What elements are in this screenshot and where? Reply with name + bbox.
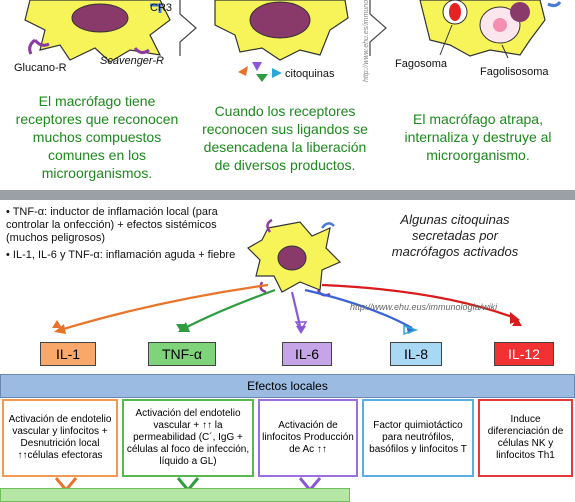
bacterium-red — [449, 3, 461, 21]
nucleus-3 — [510, 2, 530, 22]
cyto-marker-il12 — [512, 318, 522, 326]
panel-arrow-1 — [179, 0, 197, 56]
caption-2: Cuando los receptores reconocen sus liga… — [202, 103, 368, 173]
receptor-cell3-icon — [547, 1, 562, 8]
receptor-glucano-icon — [28, 38, 50, 55]
phagolysosome-content — [493, 18, 507, 32]
cytokine-triangle-cyan — [272, 68, 282, 78]
nucleus-bottom — [277, 245, 307, 271]
fagolisosoma-label: Fagolisosoma — [480, 66, 549, 78]
nucleus-2 — [249, 1, 311, 39]
cyto-marker-il1 — [52, 320, 62, 328]
cytokine-triangle-green — [256, 74, 268, 82]
fagosoma-label: Fagosoma — [395, 58, 447, 70]
bottom-receptor-icon-2 — [321, 222, 335, 229]
cyto-marker-il8 — [403, 324, 419, 336]
fagolisosoma-pointer — [501, 44, 509, 59]
arrowhead-il1 — [54, 324, 66, 334]
caption-1: El macrófago tiene receptores que recono… — [15, 93, 179, 181]
bullet-tnf: • TNF-α: inductor de inflamación local (… — [6, 206, 218, 244]
receptor-cr3-icon — [150, 3, 162, 13]
arrow-il1 — [59, 283, 269, 332]
arrow-il8 — [304, 288, 413, 329]
bottom-receptor-icon-1 — [266, 218, 273, 233]
cyto-marker-il6 — [294, 321, 308, 332]
effect-il12: Induce diferenciación de células NK y li… — [478, 399, 573, 477]
effect-tnf: Activación del endotelio vascular + ↑↑ l… — [122, 399, 254, 477]
cytokine-il1: IL-1 — [40, 342, 96, 366]
cytokine-tnf: TNF-α — [148, 342, 216, 366]
fagosoma-pointer — [439, 24, 453, 56]
caption-3: El macrófago atrapa, internaliza y destr… — [404, 111, 552, 163]
cytokine-il12: IL-12 — [494, 342, 554, 366]
citoquinas-label: citoquinas — [285, 68, 335, 80]
glucano-label: Glucano-R — [14, 62, 67, 74]
arrow-il6 — [290, 291, 302, 327]
cr3-label: CR3 — [150, 2, 173, 14]
cytokine-il6: IL-6 — [282, 342, 332, 366]
bottom-receptor-icon-3 — [259, 281, 267, 294]
effect-il8: Factor quimiotáctico para neutrófilos, b… — [362, 399, 474, 477]
effect-il6: Activación de linfocitos Producción de A… — [258, 399, 358, 477]
scavenger-label: Scavenger-R — [100, 55, 164, 67]
efectos-locales-header: Efectos locales — [0, 374, 575, 398]
bullet-il: • IL-1, IL-6 y TNF-α: inflamación aguda … — [6, 249, 236, 261]
receptor-scavenger-icon — [133, 47, 150, 55]
cytokine-triangle-purple — [252, 62, 262, 71]
arrow-il12 — [321, 283, 516, 320]
wiki-url: http://www.ehu.eus/immunologia/wiki — [350, 302, 498, 312]
cytokine-il8: IL-8 — [390, 342, 442, 366]
secreted-cytokines-note: Algunas citoquinas secretadas por macróf… — [391, 212, 519, 259]
cyto-marker-tnf — [176, 324, 186, 332]
separator-bar — [0, 190, 575, 200]
nucleus-1 — [71, 3, 129, 33]
cytokine-triangle-orange — [238, 66, 248, 76]
arrow-tnf — [184, 288, 276, 329]
vertical-url-text: http://www.ehu.es/immunologia/wiki — [363, 0, 370, 82]
effect-il1: Activación de endotelio vascular y linfo… — [2, 399, 118, 477]
panel-arrow-2 — [369, 0, 387, 56]
